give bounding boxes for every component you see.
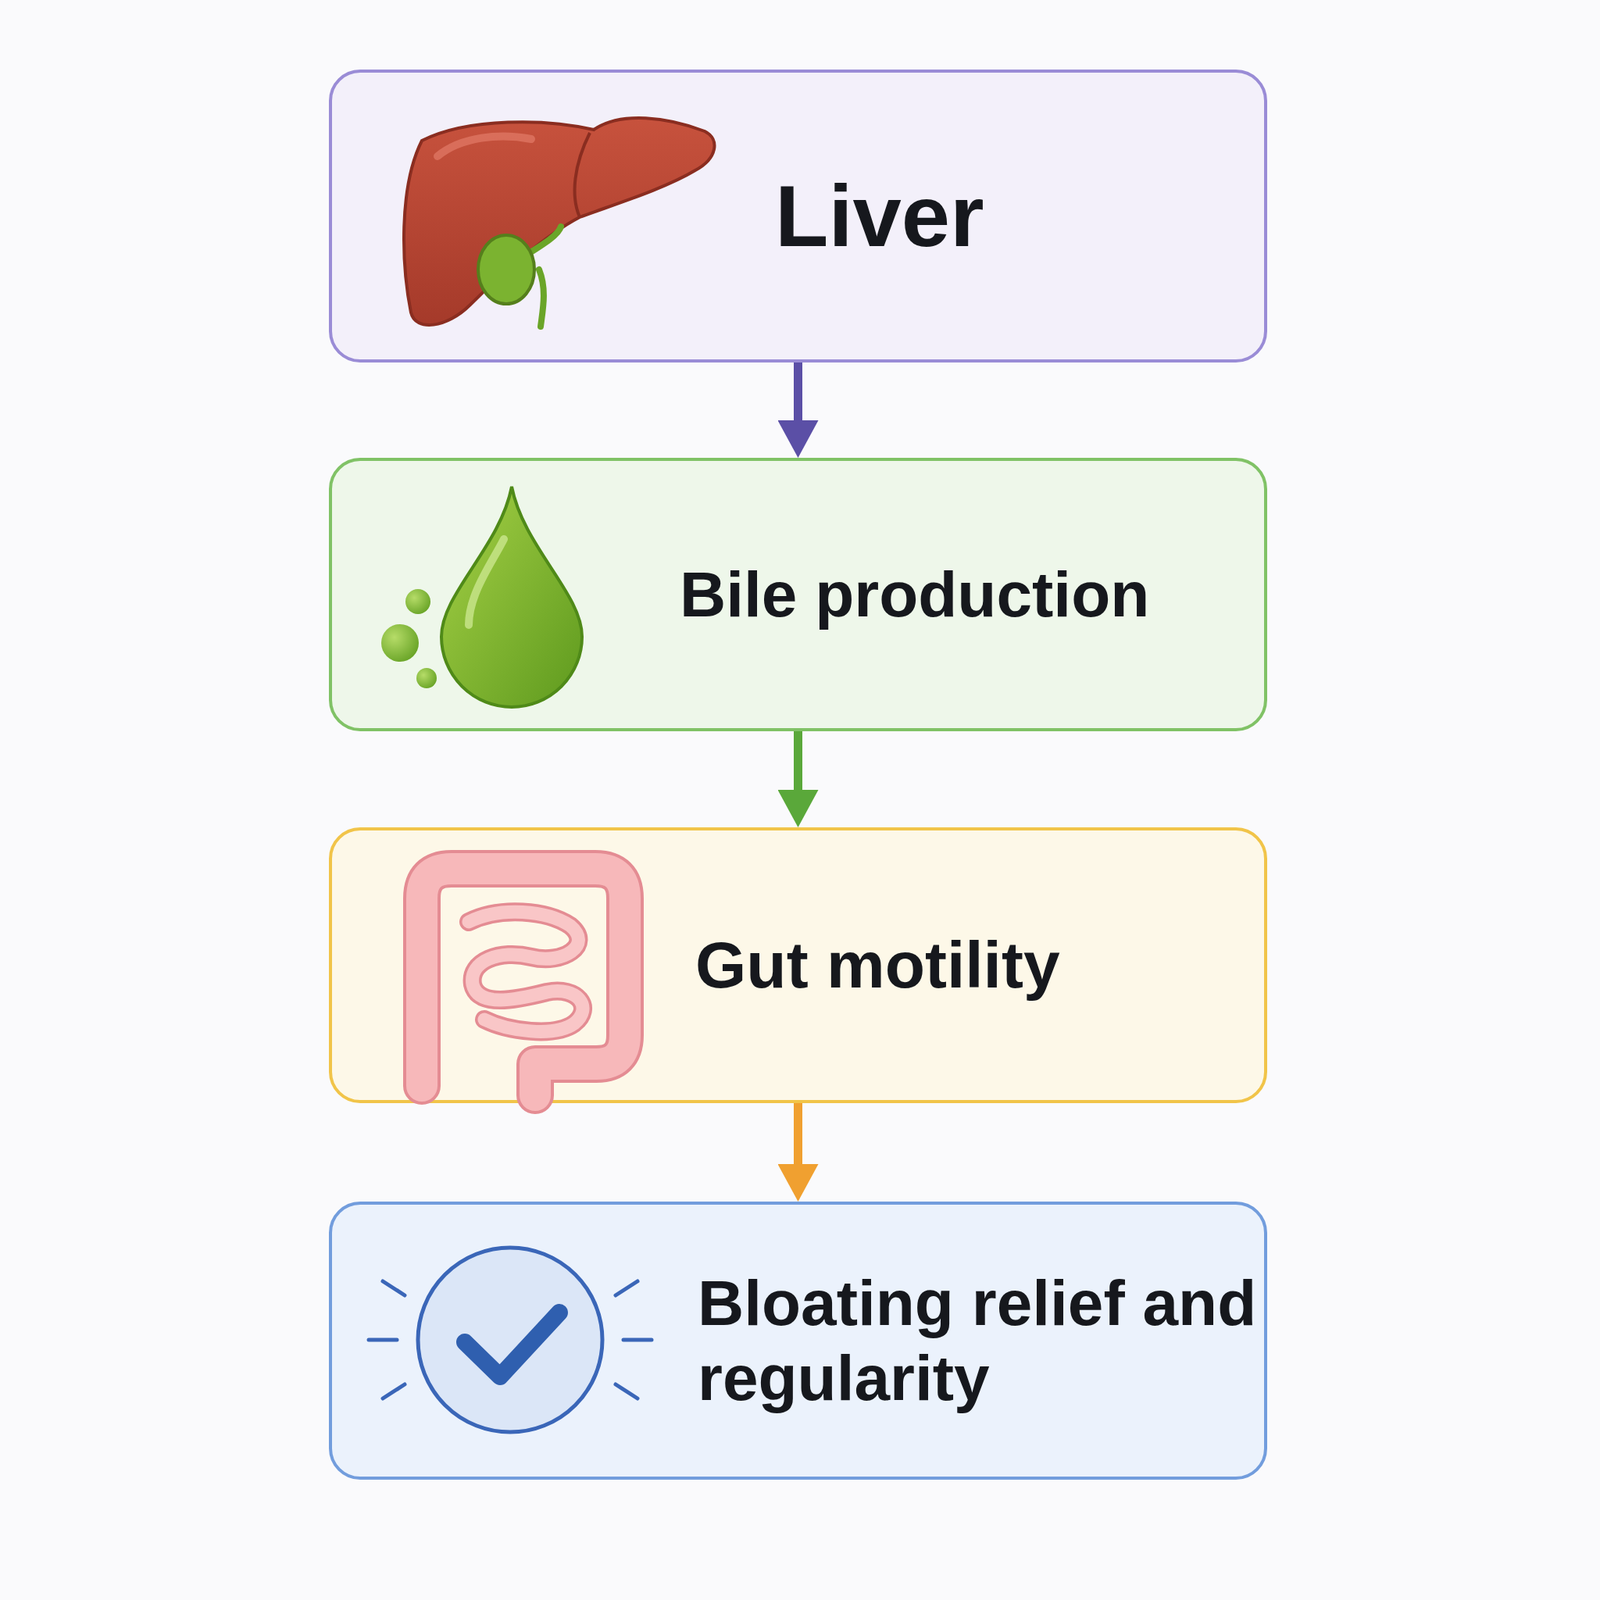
bile-drop-icon: [381, 486, 583, 708]
gallbladder: [478, 235, 535, 304]
flow-arrow: [793, 362, 803, 421]
small-intestine-fill: [468, 911, 583, 1032]
box-label: Gut motility: [695, 926, 1061, 1004]
bile-bubble: [416, 667, 437, 689]
check-icon: [368, 1247, 652, 1433]
check-mark: [464, 1312, 560, 1377]
process-box: Gut motility: [328, 827, 1268, 1104]
liver-highlight: [437, 135, 532, 157]
text-holder: Bloating relief and regularity: [332, 1265, 1261, 1416]
process-box: Bloating relief and regularity: [328, 1201, 1268, 1480]
intestine-icon: [421, 868, 625, 1096]
box-label: Bile production: [679, 557, 1150, 633]
liver-icon: [403, 117, 715, 327]
text-holder: Liver: [332, 164, 985, 268]
small-intestine: [468, 911, 583, 1032]
bile-bubble: [381, 624, 419, 662]
flow-arrow: [793, 731, 803, 790]
liver-shape: [403, 117, 715, 325]
large-intestine-fill: [421, 868, 625, 1096]
bile-drop: [441, 486, 583, 708]
text-holder: Gut motility: [332, 926, 1061, 1004]
large-intestine: [421, 868, 625, 1096]
box-label: Liver: [775, 164, 985, 268]
bile-duct: [521, 226, 561, 327]
check-circle: [417, 1247, 603, 1433]
flow-arrow: [793, 1103, 803, 1165]
glow-rays: [368, 1281, 652, 1399]
liver-lobe-line: [575, 132, 590, 218]
text-holder: Bile production: [332, 557, 1150, 633]
process-box: Bile production: [328, 457, 1268, 732]
box-label: Bloating relief and regularity: [697, 1265, 1261, 1416]
bile-bubble: [405, 589, 431, 615]
process-box: Liver: [328, 69, 1268, 363]
drop-highlight: [468, 539, 504, 625]
